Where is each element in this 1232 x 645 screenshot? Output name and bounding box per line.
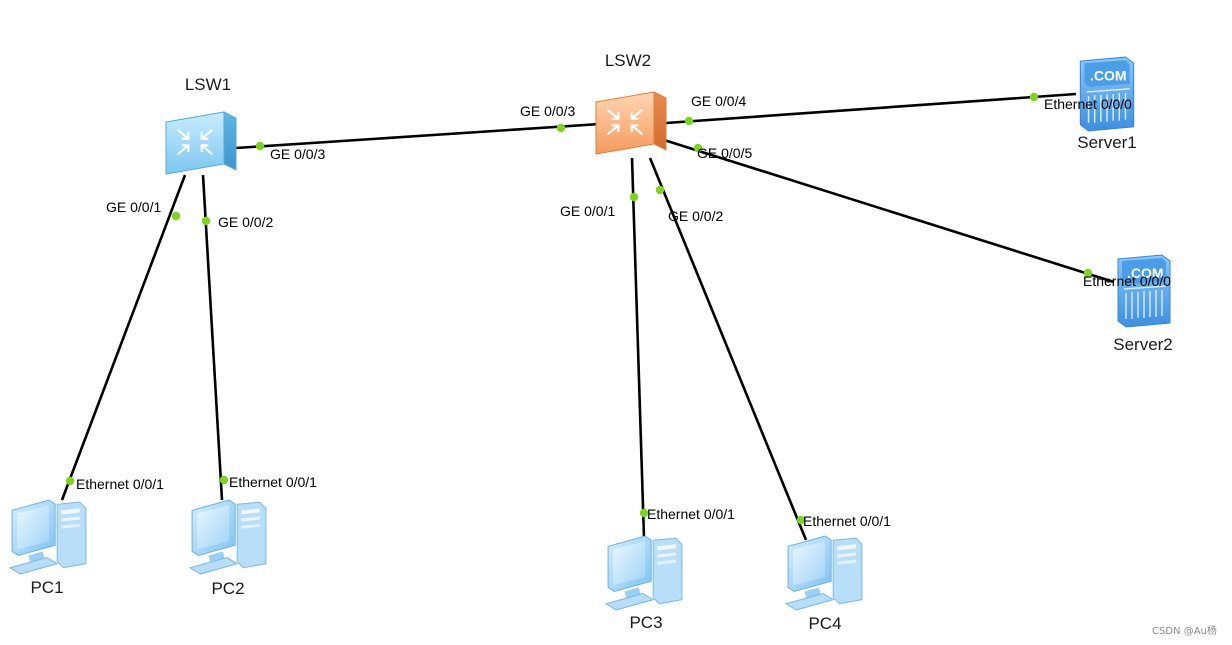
node-name-lsw1: LSW1 <box>185 75 231 94</box>
port-dot-lsw2-ge-0-0-1[interactable] <box>629 192 639 202</box>
link-lsw1-pc2[interactable] <box>201 174 224 501</box>
link-lsw2-pc4[interactable] <box>648 157 808 541</box>
pc-icon <box>605 535 683 611</box>
pc-icon <box>9 499 87 575</box>
node-name-pc4: PC4 <box>808 614 841 633</box>
port-label-pc2: Ethernet 0/0/1 <box>229 474 317 490</box>
node-pc1[interactable]: PC1 <box>9 499 87 597</box>
port-dot-lsw2-ge-0-0-2[interactable] <box>655 185 665 195</box>
port-label-lsw2: GE 0/0/5 <box>697 145 752 161</box>
pc-icon <box>785 535 863 611</box>
node-server2[interactable]: .COM Server2 <box>1113 254 1173 354</box>
node-name-pc3: PC3 <box>629 613 662 632</box>
port-label-lsw2: GE 0/0/2 <box>668 208 723 224</box>
port-dot-lsw2-ge-0-0-5[interactable] <box>693 143 703 153</box>
port-label-server2: Ethernet 0/0/0 <box>1083 273 1171 289</box>
port-label-pc4: Ethernet 0/0/1 <box>803 513 891 529</box>
port-dot-server1-ethernet-0-0-0[interactable] <box>1029 92 1039 102</box>
port-label-pc3: Ethernet 0/0/1 <box>647 506 735 522</box>
port-label-lsw1: GE 0/0/1 <box>106 199 161 215</box>
port-dot-pc4-ethernet-0-0-1[interactable] <box>796 515 806 525</box>
port-label-lsw2: GE 0/0/1 <box>560 203 615 219</box>
link-lsw2-pc3[interactable] <box>630 157 646 539</box>
node-name-lsw2: LSW2 <box>605 51 651 70</box>
link-lsw2-server1[interactable] <box>665 92 1077 125</box>
server-icon: .COM <box>1117 254 1171 328</box>
port-dot-pc2-ethernet-0-0-1[interactable] <box>219 475 229 485</box>
server-badge: .COM <box>1127 265 1164 281</box>
node-lsw1[interactable]: LSW1 <box>165 75 237 175</box>
port-label-lsw2: GE 0/0/4 <box>691 93 746 109</box>
port-label-lsw2: GE 0/0/3 <box>520 103 575 119</box>
server-badge: .COM <box>1090 68 1127 84</box>
port-label-server1: Ethernet 0/0/0 <box>1044 96 1132 112</box>
port-label-lsw1: GE 0/0/3 <box>270 146 325 162</box>
pc-icon <box>189 499 267 575</box>
port-dot-lsw1-ge-0-0-3[interactable] <box>255 141 265 151</box>
switch-icon <box>165 111 237 175</box>
port-dot-lsw1-ge-0-0-2[interactable] <box>201 216 211 226</box>
port-dots <box>65 92 1093 525</box>
link-lsw2-server2[interactable] <box>663 138 1115 284</box>
port-dot-lsw2-ge-0-0-3[interactable] <box>556 123 566 133</box>
port-dot-server2-ethernet-0-0-0[interactable] <box>1083 268 1093 278</box>
node-pc3[interactable]: PC3 <box>605 535 683 632</box>
link-lsw1-pc1[interactable] <box>60 174 187 501</box>
node-pc2[interactable]: PC2 <box>189 499 267 598</box>
port-dot-lsw1-ge-0-0-1[interactable] <box>171 211 181 221</box>
port-dot-pc3-ethernet-0-0-1[interactable] <box>639 508 649 518</box>
port-label-lsw1: GE 0/0/2 <box>218 214 273 230</box>
links <box>60 92 1115 541</box>
server-icon: .COM <box>1079 56 1135 132</box>
port-dot-lsw2-ge-0-0-4[interactable] <box>684 116 694 126</box>
node-name-pc1: PC1 <box>30 578 63 597</box>
port-dot-pc1-ethernet-0-0-1[interactable] <box>65 476 75 486</box>
node-pc4[interactable]: PC4 <box>785 535 863 633</box>
watermark: CSDN @Au杨 <box>1152 624 1217 637</box>
node-lsw2[interactable]: LSW2 <box>595 51 667 155</box>
node-name-server2: Server2 <box>1113 335 1173 354</box>
port-label-pc1: Ethernet 0/0/1 <box>76 476 164 492</box>
link-lsw1-lsw2[interactable] <box>235 122 601 150</box>
node-name-pc2: PC2 <box>211 579 244 598</box>
node-server1[interactable]: .COM Server1 <box>1077 56 1137 152</box>
switch-icon <box>595 91 667 155</box>
node-name-server1: Server1 <box>1077 133 1137 152</box>
